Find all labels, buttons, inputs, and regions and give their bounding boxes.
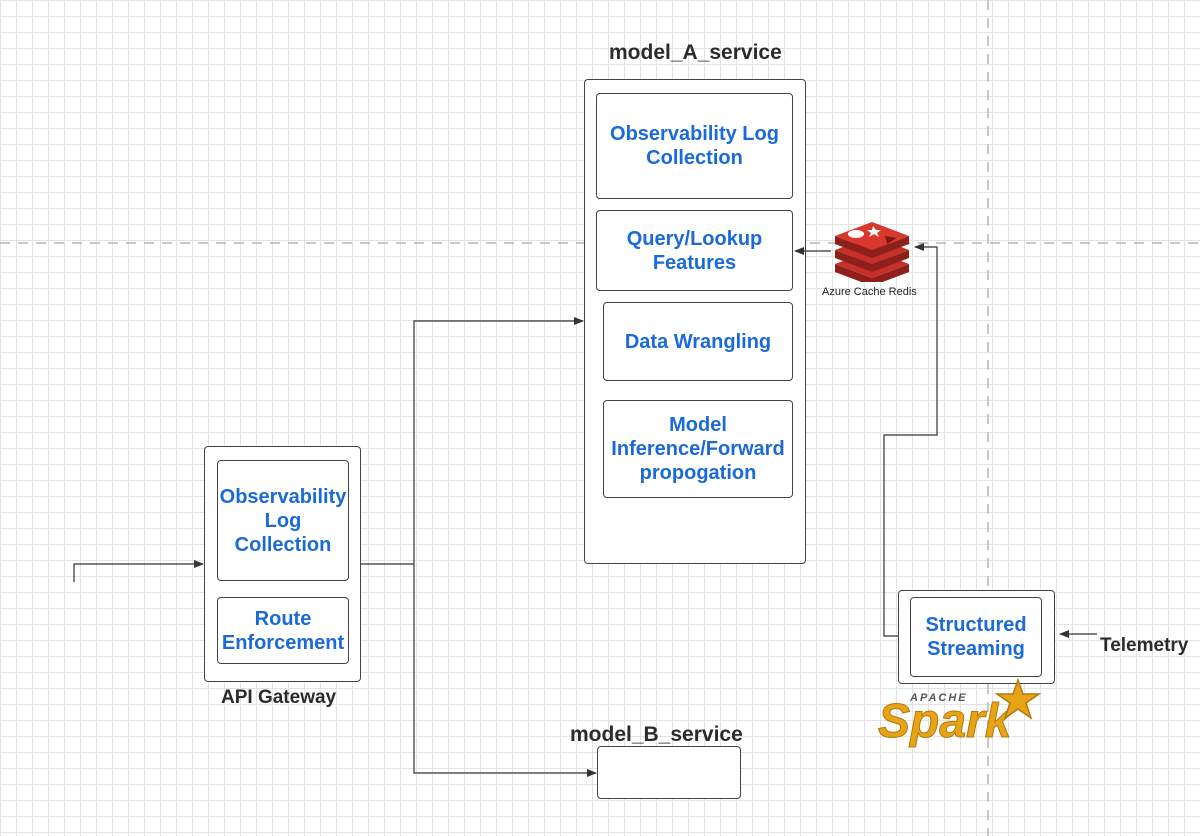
telemetry-label: Telemetry <box>1100 635 1189 656</box>
spark-logo-text: Spark <box>877 695 1012 748</box>
model-a-query-lookup-box[interactable]: Query/Lookup Features <box>596 210 793 291</box>
spark-star-icon <box>994 678 1042 720</box>
gateway-observability-box[interactable]: Observability Log Collection <box>217 460 349 581</box>
redis-icon <box>829 214 915 286</box>
apache-spark-logo: APACHE Spark <box>876 678 1046 758</box>
redis-caption: Azure Cache Redis <box>822 286 917 298</box>
model-a-observability-box[interactable]: Observability Log Collection <box>596 93 793 199</box>
model-a-data-wrangling-box[interactable]: Data Wrangling <box>603 302 793 381</box>
structured-streaming-box[interactable]: Structured Streaming <box>910 597 1042 677</box>
gateway-route-enforcement-box[interactable]: Route Enforcement <box>217 597 349 664</box>
model-a-title: model_A_service <box>609 41 782 64</box>
model-b-service-box[interactable] <box>597 746 741 799</box>
spark-logo-apache-text: APACHE <box>910 692 968 704</box>
model-a-inference-box[interactable]: Model Inference/Forward propogation <box>603 400 793 498</box>
model-b-title: model_B_service <box>570 723 743 746</box>
api-gateway-title: API Gateway <box>221 687 337 708</box>
